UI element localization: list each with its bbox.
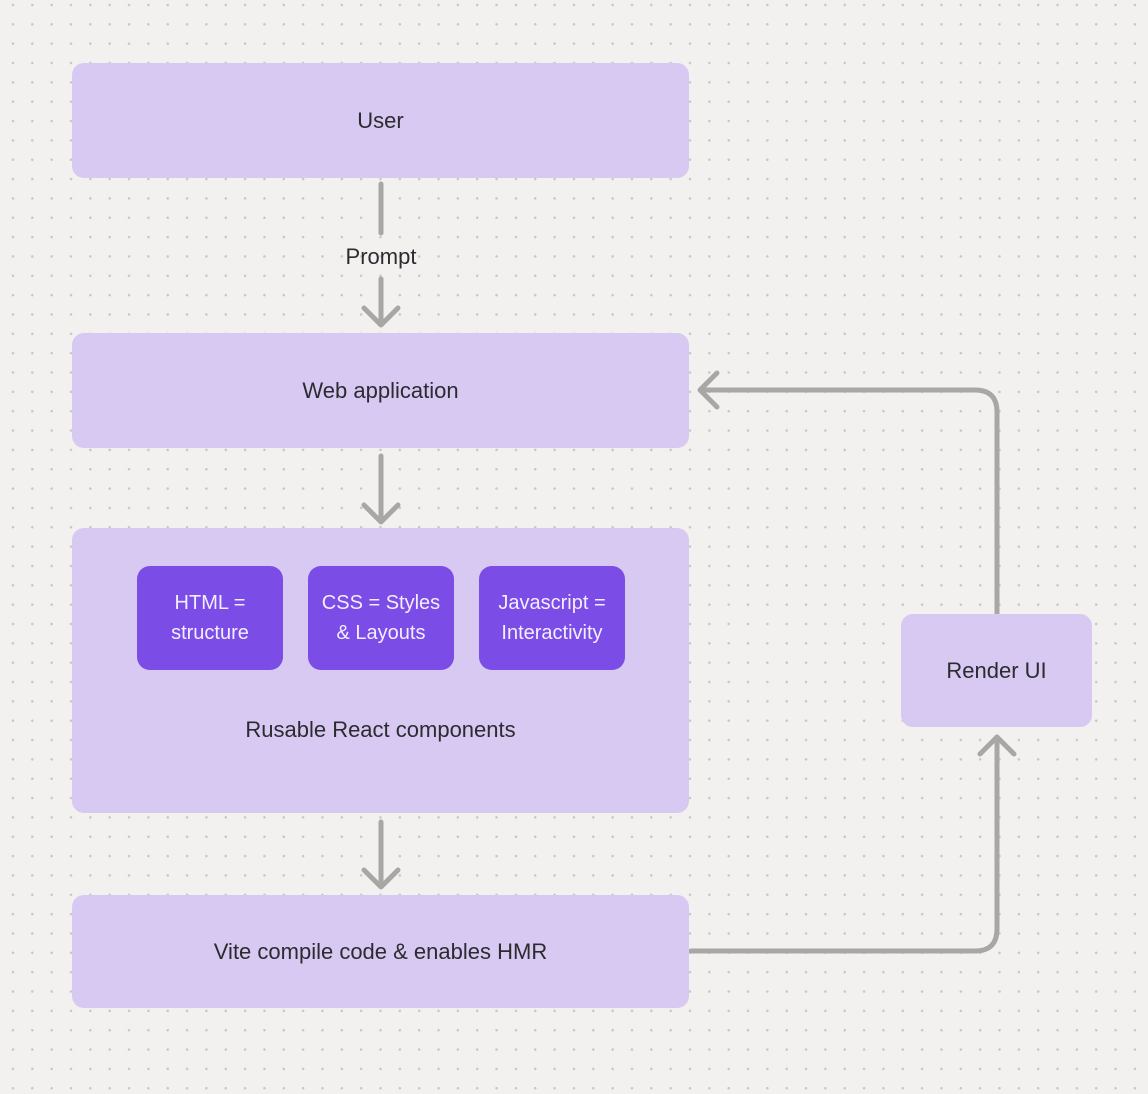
node-user-label: User bbox=[357, 107, 404, 133]
node-html-structure-label: HTML = structure bbox=[171, 592, 249, 644]
node-vite-label: Vite compile code & enables HMR bbox=[213, 938, 548, 964]
node-css-styles-label: CSS = Styles & Layouts bbox=[321, 592, 441, 644]
connector-line bbox=[688, 736, 1000, 954]
connector-renderui-to-webapp[interactable] bbox=[697, 370, 1000, 617]
connector-arrowhead bbox=[361, 305, 401, 328]
node-user[interactable]: User bbox=[72, 63, 689, 178]
node-react-components-group[interactable]: HTML = structure CSS = Styles & Layouts … bbox=[72, 528, 689, 813]
connector-arrowhead bbox=[361, 867, 401, 890]
connector-arrowhead bbox=[697, 370, 720, 410]
connector-arrowhead bbox=[361, 502, 401, 525]
connector-line bbox=[698, 387, 1000, 617]
node-css-styles[interactable]: CSS = Styles & Layouts bbox=[308, 566, 454, 670]
node-render-ui[interactable]: Render UI bbox=[901, 614, 1092, 727]
node-html-structure[interactable]: HTML = structure bbox=[137, 566, 283, 670]
connector-vite-to-renderui[interactable] bbox=[688, 734, 1017, 954]
connector-webapp-to-components[interactable] bbox=[361, 453, 401, 525]
connector-components-to-vite[interactable] bbox=[361, 819, 401, 890]
node-vite[interactable]: Vite compile code & enables HMR bbox=[72, 895, 689, 1008]
node-web-application[interactable]: Web application bbox=[72, 333, 689, 448]
node-javascript-interactivity[interactable]: Javascript = Interactivity bbox=[479, 566, 625, 670]
node-react-components-group-label: Rusable React components bbox=[245, 717, 516, 742]
node-web-application-label: Web application bbox=[302, 377, 459, 403]
node-javascript-interactivity-label: Javascript = Interactivity bbox=[498, 592, 606, 644]
connector-arrowhead bbox=[977, 734, 1017, 757]
node-render-ui-label: Render UI bbox=[946, 657, 1047, 683]
connector-label-prompt[interactable]: Prompt bbox=[345, 244, 417, 269]
